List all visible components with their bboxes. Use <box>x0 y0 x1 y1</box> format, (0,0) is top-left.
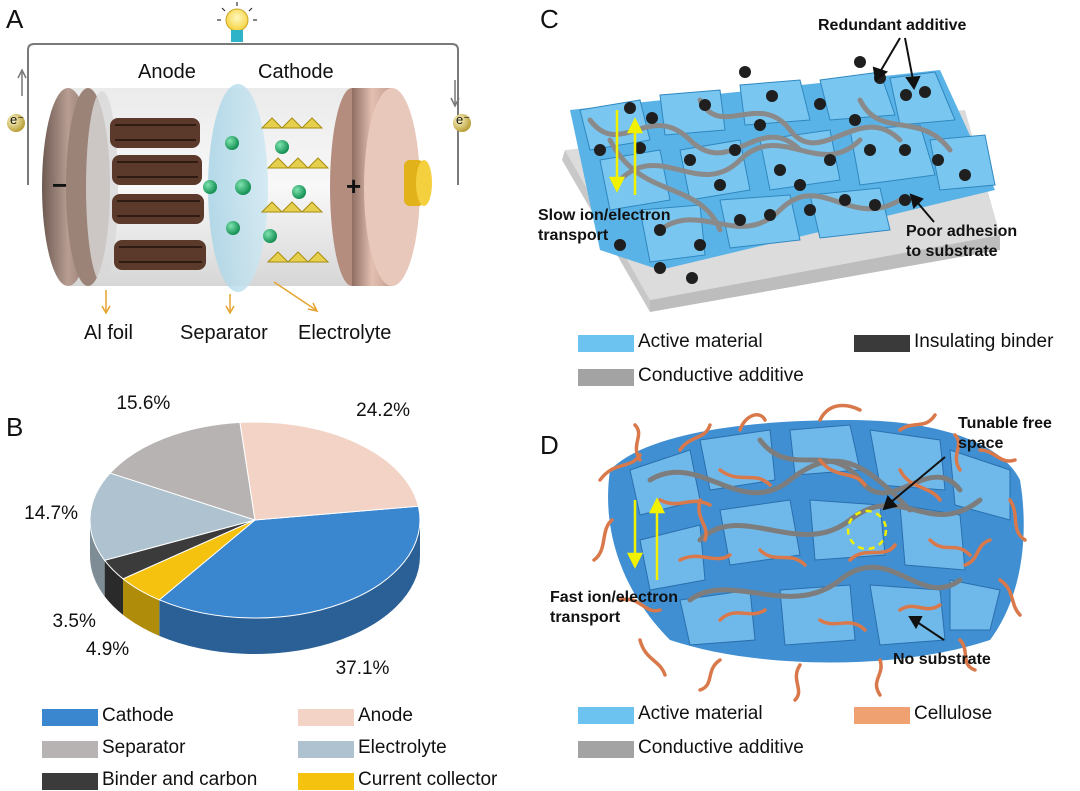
legend-label-active-material: Active material <box>638 703 763 724</box>
redundant-additive-label: Redundant additive <box>818 17 967 34</box>
tunable-free-space-label: Tunable free space <box>958 415 1052 452</box>
pie-side-current-collector <box>123 578 160 636</box>
cathode-label: Cathode <box>258 61 334 83</box>
light-bulb-icon <box>217 2 257 42</box>
legend-label-active-material: Active material <box>638 331 763 352</box>
slow-transport-label: Slow ion/electron transport <box>538 207 671 244</box>
separator-label: Separator <box>180 322 268 344</box>
legend-swatch-current-collector <box>298 773 354 790</box>
fast-transport-label: Fast ion/electron transport <box>550 589 679 626</box>
pie-side-electrolyte <box>90 520 105 597</box>
anode-label: Anode <box>138 61 196 83</box>
pie-slice-cathode <box>158 505 421 619</box>
pie-label-separator: 15.6% <box>116 392 171 414</box>
legend-swatch-separator <box>42 741 98 758</box>
legend-label-cathode: Cathode <box>102 705 174 726</box>
pie-side-cathode <box>159 520 420 655</box>
pie-slice-binder-and-carbon <box>103 519 256 580</box>
panel-b-letter: B <box>6 412 24 442</box>
pie-label-cathode: 37.1% <box>335 658 390 680</box>
legend-label-separator: Separator <box>102 737 186 758</box>
legend-label-conductive-additive: Conductive additive <box>638 737 804 758</box>
legend-label-cellulose: Cellulose <box>914 703 993 724</box>
poor-adhesion-label: Poor adhesion to substrate <box>906 223 1018 260</box>
pie-label-anode: 24.2% <box>356 399 411 421</box>
pie-label-binder-and-carbon: 3.5% <box>52 610 96 632</box>
pie-side-binder-and-carbon <box>104 560 124 615</box>
pie-slice-electrolyte <box>89 472 257 561</box>
legend-swatch-active-material <box>578 707 634 724</box>
legend-label-electrolyte: Electrolyte <box>358 737 447 758</box>
no-substrate-label: No substrate <box>893 651 991 668</box>
panel-a-letter: A <box>6 4 24 34</box>
legend-label-binder-and-carbon: Binder and carbon <box>102 769 258 790</box>
electrolyte-label: Electrolyte <box>298 322 392 344</box>
legend-label-insulating-binder: Insulating binder <box>914 331 1054 352</box>
pie-label-current-collector: 4.9% <box>85 639 130 661</box>
legend-swatch-insulating-binder <box>854 335 910 352</box>
pie-slice-anode <box>239 421 419 521</box>
legend-label-anode: Anode <box>358 705 413 726</box>
panel-c-letter: C <box>540 4 559 34</box>
legend-swatch-conductive-additive <box>578 369 634 386</box>
panel-d-letter: D <box>540 430 559 460</box>
al-foil-label: Al foil <box>84 322 133 344</box>
pie-slice-separator <box>109 421 256 521</box>
positive-terminal-label: + <box>346 171 362 201</box>
legend-swatch-cellulose <box>854 707 910 724</box>
pie-label-electrolyte: 14.7% <box>24 502 79 524</box>
electron-left-label: e⁻ <box>10 112 25 127</box>
legend-label-current-collector: Current collector <box>358 769 498 790</box>
legend-swatch-cathode <box>42 709 98 726</box>
legend-swatch-anode <box>298 709 354 726</box>
legend-swatch-binder-and-carbon <box>42 773 98 790</box>
electron-right-label: e⁻ <box>456 112 471 127</box>
pie-slice-current-collector <box>122 519 256 601</box>
legend-label-conductive-additive: Conductive additive <box>638 365 804 386</box>
legend-swatch-active-material <box>578 335 634 352</box>
legend-swatch-electrolyte <box>298 741 354 758</box>
negative-terminal-label: − <box>52 170 68 200</box>
legend-swatch-conductive-additive <box>578 741 634 758</box>
